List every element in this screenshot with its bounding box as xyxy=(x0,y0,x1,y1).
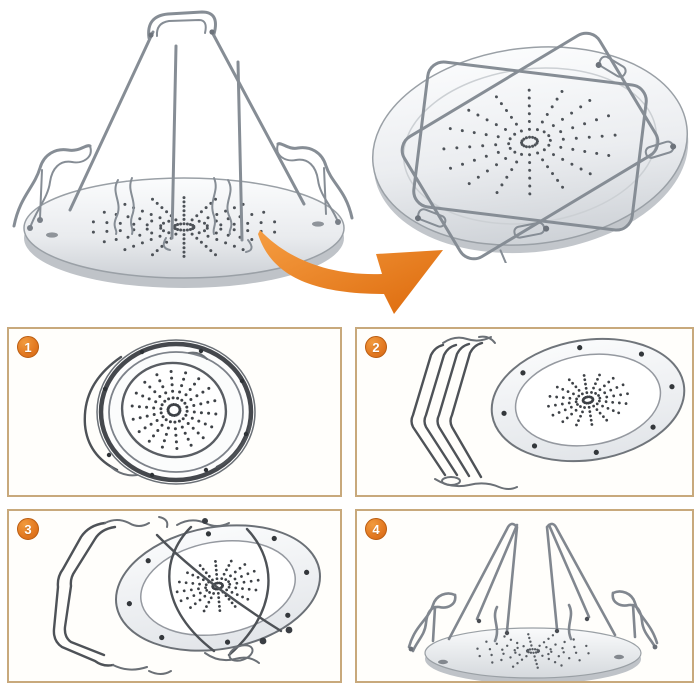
perforation-pattern xyxy=(175,559,260,613)
side-bread-arm-left xyxy=(407,592,457,653)
folded-unit-top-view xyxy=(83,339,256,485)
hinge-peg xyxy=(499,249,508,263)
step-badge-3: 3 xyxy=(17,518,39,540)
base-plate xyxy=(424,627,642,681)
plate-top-view xyxy=(490,337,686,463)
folded-plate xyxy=(371,31,689,263)
wire-frame xyxy=(68,10,306,253)
perforation-pattern xyxy=(130,370,218,450)
step-4-image xyxy=(407,522,659,681)
perforation-pattern xyxy=(91,196,277,258)
perforation-pattern xyxy=(476,633,590,669)
detached-wire-frame xyxy=(52,516,172,675)
wire-frame xyxy=(447,522,617,643)
rivets xyxy=(501,345,675,455)
step-badge-1: 1 xyxy=(17,336,39,358)
side-bread-arm-right xyxy=(276,142,354,225)
fold-transition-arrow xyxy=(258,230,443,314)
folded-toaster-image xyxy=(371,31,689,263)
step-badge-2: 2 xyxy=(365,336,387,358)
assembled-toaster-image xyxy=(12,10,354,288)
step-3-image xyxy=(52,516,321,675)
rivets xyxy=(126,531,310,645)
perforation-pattern xyxy=(547,373,629,427)
wire-frames-stack xyxy=(410,335,518,490)
rivets xyxy=(102,348,249,478)
side-bread-arm-right xyxy=(611,590,659,650)
arrow-shape xyxy=(258,230,443,314)
perforation-pattern xyxy=(442,88,617,196)
folded-wires xyxy=(400,31,677,261)
step-panel-1: 1 xyxy=(7,327,342,497)
attached-wire-frames xyxy=(155,518,293,664)
step-panel-2: 2 xyxy=(355,327,694,497)
step-panel-4: 4 xyxy=(355,509,694,683)
step-1-image xyxy=(83,339,256,485)
step-badge-4: 4 xyxy=(365,518,387,540)
step-panel-3: 3 xyxy=(7,509,342,683)
side-bread-arm-left xyxy=(12,144,92,231)
step-2-image xyxy=(410,335,686,490)
